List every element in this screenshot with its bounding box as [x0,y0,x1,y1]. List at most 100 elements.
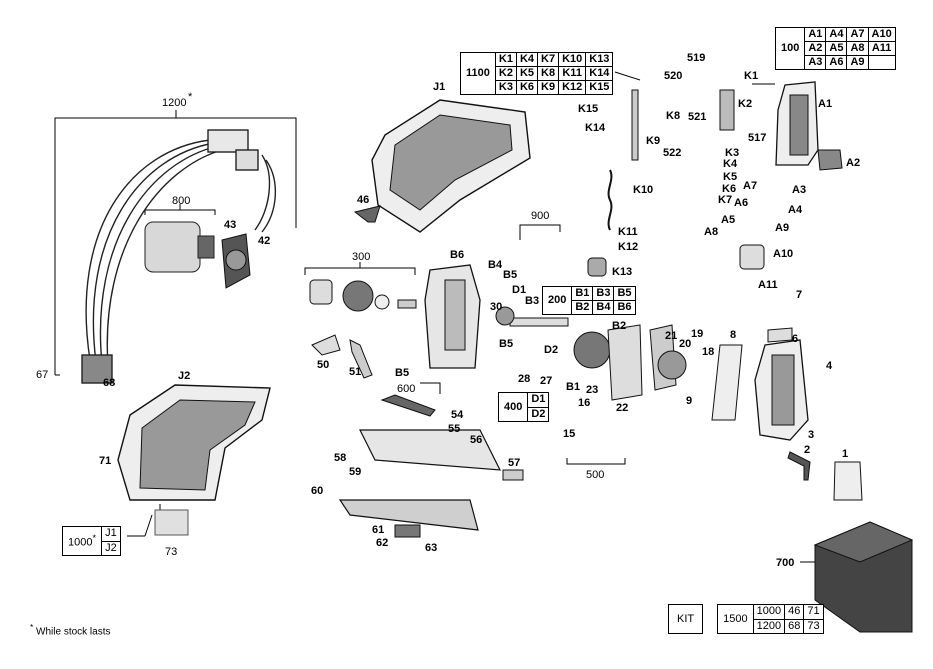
table-400: 400 D1 D2 [497,392,550,422]
bracket-600 [420,382,441,394]
svg-text:B5: B5 [395,367,409,379]
label-800: 800 [172,195,190,207]
bracket-300 [304,267,416,275]
table-1000-code: 1000* [61,526,103,556]
svg-text:522: 522 [663,147,681,159]
svg-text:517: 517 [748,132,766,144]
svg-text:K7: K7 [718,194,732,206]
svg-text:K1: K1 [744,70,758,82]
part-1 [833,461,863,501]
svg-text:71: 71 [99,455,111,467]
svg-text:3: 3 [808,429,814,441]
svg-text:K2: K2 [738,98,752,110]
svg-text:B1: B1 [566,381,580,393]
motor-800 [144,221,215,273]
svg-text:A2: A2 [846,157,860,169]
footnote: * While stock lasts [30,622,111,638]
svg-text:B6: B6 [450,249,464,261]
base-plate-56 [338,429,502,531]
cable-harness-1200 [81,129,276,384]
part-K2 [719,89,735,131]
part-57 [502,469,524,481]
shaft-B2 [495,306,569,327]
svg-text:4: 4 [826,360,833,372]
blade-8 [711,344,743,421]
part-46 [353,205,381,223]
svg-text:9: 9 [686,395,692,407]
svg-text:K13: K13 [612,266,632,278]
label-300: 300 [352,251,370,263]
svg-text:A5: A5 [721,214,735,226]
gearbox-B6 [424,264,481,369]
svg-text:B4: B4 [488,259,503,271]
carrying-case-700 [813,521,914,633]
plunger-K14 [587,89,639,277]
svg-text:D2: D2 [544,344,558,356]
table-100-code: 100 [774,27,806,70]
svg-text:J1: J1 [433,81,445,93]
wheel-20 [657,350,687,380]
svg-text:59: 59 [349,466,361,478]
svg-text:57: 57 [508,457,520,469]
svg-text:B2: B2 [612,320,626,332]
svg-text:27: 27 [540,375,552,387]
svg-text:K5: K5 [723,171,737,183]
svg-text:519: 519 [687,52,705,64]
kit-table: KIT 1500 1000 46 71 1200 68 73 [667,604,824,634]
svg-text:28: 28 [518,373,530,385]
svg-text:22: 22 [616,402,628,414]
svg-text:K15: K15 [578,103,598,115]
gear-assembly-300 [309,279,417,312]
svg-text:50: 50 [317,359,329,371]
svg-text:42: 42 [258,235,270,247]
svg-text:62: 62 [376,537,388,549]
svg-text:D1: D1 [512,284,526,296]
svg-text:B5: B5 [503,269,517,281]
svg-text:B3: B3 [525,295,539,307]
label-1200: 1200 [162,97,186,109]
label-600: 600 [397,383,415,395]
front-housing-3 [754,339,809,441]
kit-label: KIT [667,604,704,634]
svg-text:51: 51 [349,366,361,378]
svg-text:A9: A9 [775,222,789,234]
part-50 [311,334,341,356]
svg-text:A10: A10 [773,248,793,260]
svg-text:46: 46 [357,194,369,206]
svg-text:68: 68 [103,377,115,389]
svg-text:20: 20 [679,338,691,350]
svg-text:K8: K8 [666,110,680,122]
svg-text:7: 7 [796,289,802,301]
svg-text:K14: K14 [585,122,606,134]
bracket-500 [566,458,626,465]
svg-text:67: 67 [36,369,48,381]
svg-text:K9: K9 [646,135,660,147]
part-6 [767,327,793,343]
svg-text:521: 521 [688,111,706,123]
part-A2 [817,149,843,171]
housing-half-J1 [371,99,531,233]
bracket-800 [144,209,216,215]
label-900: 900 [531,210,549,222]
gear-D2 [573,331,611,369]
table-200-code: 200 [541,286,573,315]
bearing-plate-43 [221,233,251,289]
svg-text:A6: A6 [734,197,748,209]
svg-text:18: 18 [702,346,714,358]
svg-text:A4: A4 [788,204,803,216]
svg-text:60: 60 [311,485,323,497]
label-73 [154,509,189,536]
svg-text:58: 58 [334,452,346,464]
table-1000: 1000* J1 J2 [61,526,121,556]
svg-text:55: 55 [448,423,460,435]
plate-22 [607,324,643,401]
svg-text:520: 520 [664,70,682,82]
svg-text:30: 30 [490,301,502,313]
svg-text:A3: A3 [792,184,806,196]
housing-half-J2 [117,384,271,501]
svg-text:16: 16 [578,397,590,409]
